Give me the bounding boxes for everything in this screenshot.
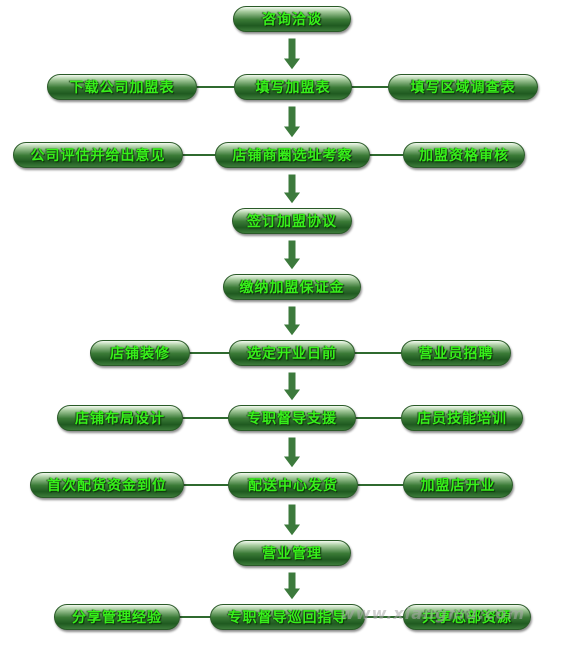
step-label: 专职督导支援 (247, 411, 337, 427)
step-label: 缴纳加盟保证金 (239, 280, 345, 296)
step-label: 填写区域调查表 (410, 80, 516, 96)
step-qualification-review: 加盟资格审核 (403, 142, 525, 168)
flow-arrow (282, 571, 302, 601)
flow-arrow (282, 37, 302, 71)
step-label: 签订加盟协议 (247, 214, 337, 230)
step-label: 营业管理 (262, 546, 322, 562)
step-label: 填写加盟表 (255, 80, 331, 96)
step-label: 配送中心发货 (248, 478, 338, 494)
step-consult: 咨询洽谈 (233, 6, 351, 32)
step-label: 店铺装修 (110, 346, 170, 362)
step-label: 下载公司加盟表 (69, 80, 175, 96)
step-share-experience: 分享管理经验 (54, 604, 180, 630)
step-first-payment: 首次配货资金到位 (30, 472, 184, 498)
step-fill-form: 填写加盟表 (234, 74, 352, 100)
step-store-opening: 加盟店开业 (403, 472, 513, 498)
step-label: 咨询洽谈 (262, 12, 322, 28)
step-store-layout: 店铺布局设计 (57, 405, 183, 431)
step-pay-deposit: 缴纳加盟保证金 (223, 274, 361, 300)
step-label: 店员技能培训 (417, 411, 507, 427)
step-label: 专职督导巡回指导 (227, 610, 348, 626)
step-store-decoration: 店铺装修 (90, 340, 190, 366)
step-business-management: 营业管理 (233, 540, 351, 566)
step-download-form: 下载公司加盟表 (47, 74, 197, 100)
flow-arrow (282, 305, 302, 337)
step-site-survey: 店铺商圈选址考察 (215, 142, 370, 168)
step-label: 营业员招聘 (418, 346, 494, 362)
step-company-review: 公司评估并给出意见 (13, 142, 183, 168)
step-label: 公司评估并给出意见 (30, 148, 166, 164)
flow-arrow (282, 503, 302, 537)
step-fill-survey: 填写区域调查表 (388, 74, 538, 100)
step-label: 共享总部资源 (422, 610, 512, 626)
step-label: 首次配货资金到位 (47, 478, 167, 494)
step-distribution-center: 配送中心发货 (228, 472, 358, 498)
step-label: 加盟资格审核 (419, 148, 509, 164)
step-sign-agreement: 签订加盟协议 (232, 208, 352, 234)
step-label: 店铺商圈选址考察 (232, 148, 353, 164)
flow-arrow (282, 173, 302, 205)
step-staff-training: 店员技能培训 (401, 405, 523, 431)
step-supervisor-patrol: 专职督导巡回指导 (210, 604, 365, 630)
step-label: 选定开业日前 (247, 346, 337, 362)
step-label: 分享管理经验 (72, 610, 162, 626)
step-select-opening-date: 选定开业日前 (229, 340, 355, 366)
flow-arrow (282, 371, 302, 402)
step-share-resources: 共享总部资源 (403, 604, 531, 630)
step-label: 加盟店开业 (420, 478, 496, 494)
flow-arrow (282, 105, 302, 139)
flow-arrow (282, 239, 302, 271)
flow-arrow (282, 436, 302, 469)
step-recruit-staff: 营业员招聘 (401, 340, 511, 366)
step-label: 店铺布局设计 (75, 411, 165, 427)
step-supervisor-support: 专职督导支援 (228, 405, 356, 431)
